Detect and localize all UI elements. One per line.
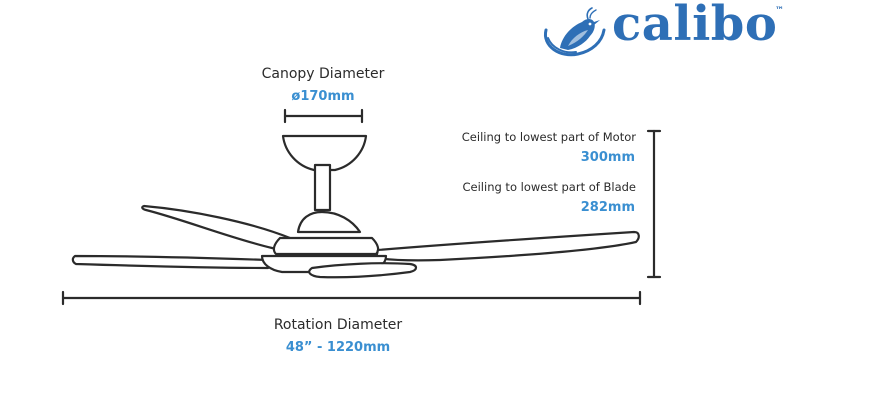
motor-housing xyxy=(272,236,380,256)
blade-height-label: Ceiling to lowest part of Blade xyxy=(462,180,637,194)
trademark-symbol: ™ xyxy=(775,6,784,16)
blade-front xyxy=(308,262,418,279)
blade-right xyxy=(374,230,640,262)
bird-logo-icon xyxy=(543,7,606,57)
canopy xyxy=(281,134,368,172)
canopy-diameter-label: Canopy Diameter xyxy=(261,66,385,82)
canopy-diameter-value: ø170mm xyxy=(291,89,355,104)
motor-height-value: 300mm xyxy=(580,150,635,165)
rotation-diameter-label: Rotation Diameter xyxy=(273,317,403,333)
brand-name: calibo xyxy=(612,0,778,52)
motor-height-label: Ceiling to lowest part of Motor xyxy=(461,130,636,144)
rotation-diameter-value: 48” - 1220mm xyxy=(285,340,391,355)
blade-height-value: 282mm xyxy=(580,200,635,215)
blade-left xyxy=(71,254,270,270)
downrod xyxy=(313,163,332,212)
motor-top xyxy=(296,210,362,234)
